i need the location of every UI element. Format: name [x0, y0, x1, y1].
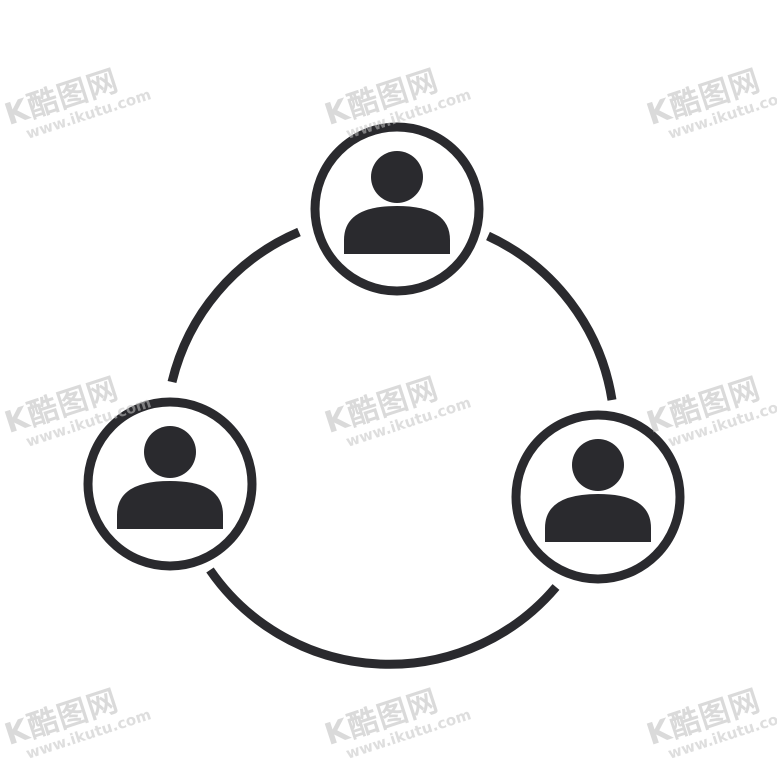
ring-arc-bottom [206, 567, 560, 669]
person-body-icon [545, 494, 651, 542]
ring-arc-top-right [486, 231, 617, 401]
person-head-icon [572, 439, 624, 491]
person-head-icon [371, 151, 423, 203]
person-body-icon [117, 481, 223, 529]
person-node-right [511, 410, 685, 584]
connection-ring [167, 227, 617, 669]
person-node-top [310, 122, 484, 296]
person-head-icon [144, 426, 196, 478]
person-body-icon [344, 206, 450, 254]
ring-arc-top-left [167, 227, 301, 384]
person-node-left [83, 397, 257, 571]
